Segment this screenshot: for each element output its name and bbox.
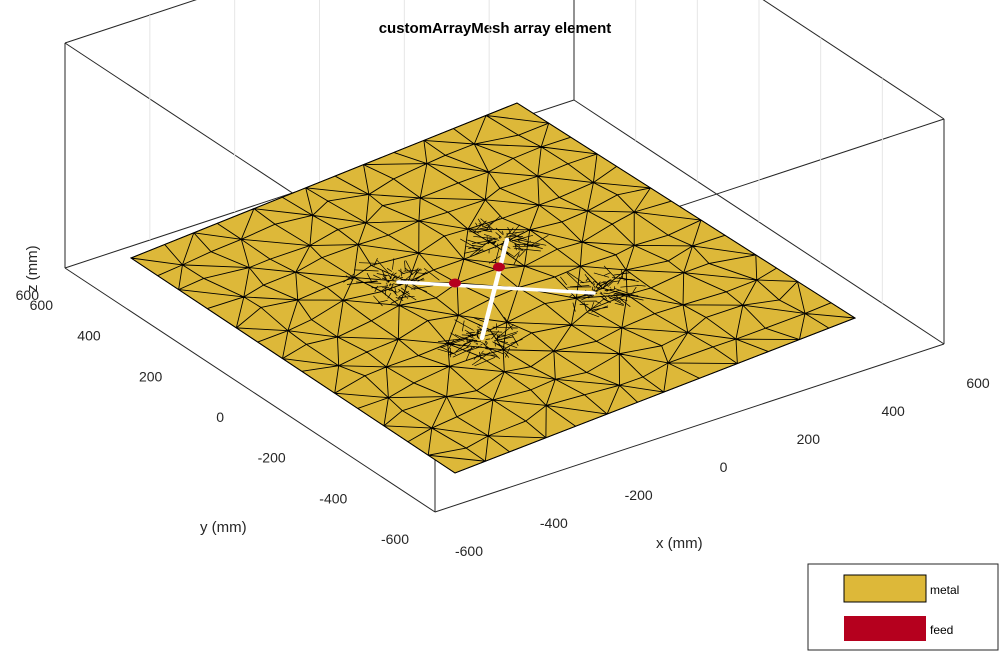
y-tick-label: -600 xyxy=(381,531,409,547)
dense-mesh xyxy=(343,215,646,367)
legend-label-feed: feed xyxy=(930,623,953,637)
z-axis-label: z (mm) xyxy=(24,245,41,292)
x-tick-label: -600 xyxy=(455,543,483,559)
legend-swatch-feed xyxy=(844,616,926,641)
y-tick-label: 600 xyxy=(16,287,40,303)
grid-lines xyxy=(149,0,883,304)
x-axis-label: x (mm) xyxy=(656,535,703,552)
x-tick-label: 200 xyxy=(797,431,821,447)
y-axis-label: y (mm) xyxy=(200,519,247,536)
x-tick-label: -400 xyxy=(540,515,568,531)
dipole-arm-y xyxy=(479,237,510,341)
y-tick-label: 0 xyxy=(216,409,224,425)
x-tick-label: 600 xyxy=(966,375,990,391)
axis-ticks: -600 -400 -200 0 200 400 600 -600 -400 -200 0 200 40… xyxy=(16,287,990,559)
legend-swatch-metal xyxy=(843,574,927,603)
y-tick-label: -200 xyxy=(258,450,286,466)
dipole-element xyxy=(396,237,596,341)
feed-point xyxy=(449,278,461,288)
y-tick-label: -400 xyxy=(319,490,347,506)
box-edge xyxy=(434,343,945,513)
legend: metal feed xyxy=(807,563,999,651)
legend-label-metal: metal xyxy=(930,583,959,597)
feed-point xyxy=(493,262,505,272)
x-tick-label: 0 xyxy=(720,459,728,475)
x-tick-label: -200 xyxy=(625,487,653,503)
y-tick-label: 400 xyxy=(77,328,101,344)
x-tick-label: 400 xyxy=(881,403,905,419)
z-tick-label: 600 xyxy=(30,297,54,313)
y-tick-label: 200 xyxy=(139,368,163,384)
box-edge xyxy=(64,267,436,513)
chart-title: customArrayMesh array element xyxy=(379,20,612,37)
